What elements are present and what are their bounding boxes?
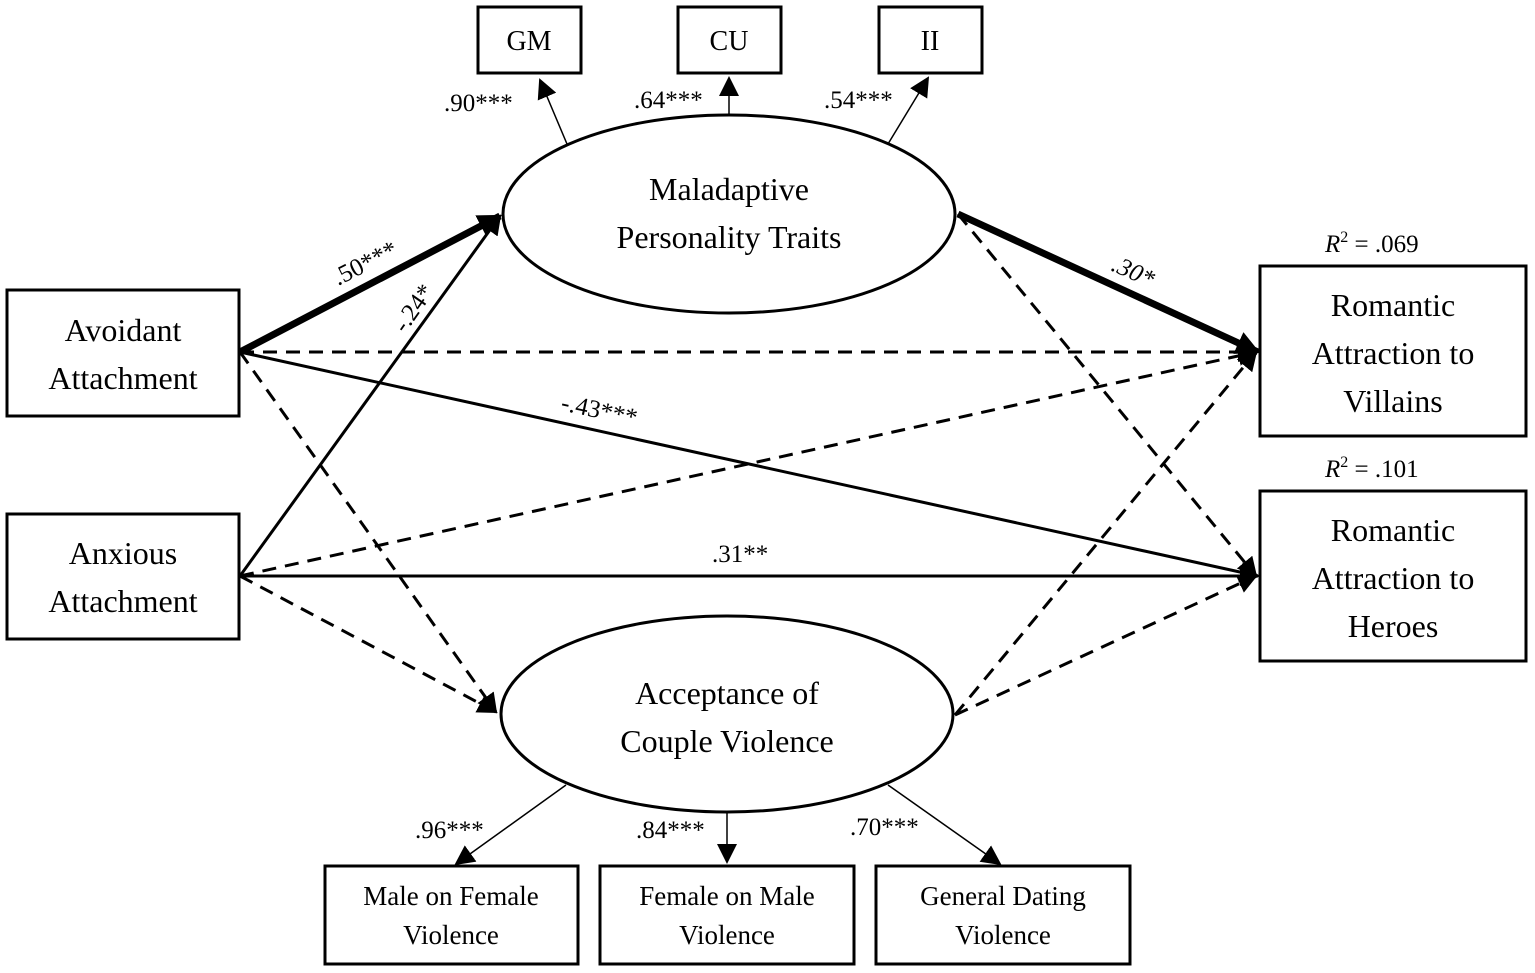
avoidant-attachment-box: Avoidant Attachment	[5, 288, 241, 418]
loading-arrow-gm	[537, 78, 568, 145]
path-anxious-to-acceptance	[239, 574, 498, 714]
indicator-ii-box: II	[877, 5, 984, 75]
path-avoidant-to-maladaptive	[238, 212, 503, 356]
loading-gm-coef: .90***	[444, 90, 513, 117]
acceptance-label-line2: Couple Violence	[620, 723, 833, 759]
indicator-cu-label: CU	[710, 26, 749, 57]
villains-label-line1: Romantic	[1331, 287, 1455, 323]
female-on-male-line2: Violence	[679, 920, 775, 950]
path-maladaptive-to-villains	[956, 210, 1261, 356]
nonsignificant-paths	[238, 213, 1258, 717]
path-acceptance-to-villains	[953, 350, 1258, 716]
coef-anxious-to-heroes: .31**	[712, 541, 768, 568]
loading-arrow-general-dating	[887, 784, 1002, 866]
indicator-male-on-female-box: Male on Female Violence	[323, 864, 580, 966]
male-on-female-line2: Violence	[403, 920, 499, 950]
r-squared-heroes-exp: 2	[1340, 454, 1348, 471]
anxious-label-line1: Anxious	[69, 535, 177, 571]
maladaptive-label-line1: Maladaptive	[649, 171, 809, 207]
significant-paths	[238, 210, 1261, 586]
path-avoidant-to-acceptance	[238, 351, 498, 714]
heroes-label-line1: Romantic	[1331, 512, 1455, 548]
path-anxious-to-maladaptive	[238, 214, 502, 577]
loading-arrow-male-on-female	[454, 784, 567, 866]
male-on-female-line1: Male on Female	[363, 881, 538, 911]
indicator-gm-label: GM	[506, 26, 551, 57]
maladaptive-label-line2: Personality Traits	[617, 219, 842, 255]
attraction-villains-box: Romantic Attraction to Villains	[1258, 264, 1528, 438]
loading-male-on-female-coef: .96***	[415, 817, 484, 844]
anxious-label-line2: Attachment	[48, 583, 197, 619]
indicator-female-on-male-box: Female on Male Violence	[598, 864, 856, 966]
loading-general-dating-coef: .70***	[850, 814, 919, 841]
indicator-general-dating-box: General Dating Violence	[874, 864, 1132, 966]
avoidant-label-line1: Avoidant	[65, 312, 182, 348]
loading-cu-coef: .64***	[634, 87, 703, 114]
path-anxious-to-villains	[239, 346, 1258, 578]
general-dating-line1: General Dating	[920, 881, 1086, 911]
acceptance-couple-violence-ellipse: Acceptance of Couple Violence	[499, 614, 955, 814]
indicator-ii-label: II	[921, 26, 940, 57]
anxious-attachment-box: Anxious Attachment	[5, 512, 241, 641]
attraction-heroes-box: Romantic Attraction to Heroes	[1258, 489, 1528, 663]
villains-label-line3: Villains	[1343, 383, 1442, 419]
r-squared-heroes-value: = .101	[1348, 456, 1418, 483]
heroes-label-line2: Attraction to	[1312, 560, 1475, 596]
villains-label-line2: Attraction to	[1312, 335, 1475, 371]
path-avoidant-to-heroes	[239, 350, 1260, 582]
r-squared-villains-value: = .069	[1348, 231, 1418, 258]
loading-arrow-ii	[887, 76, 930, 145]
loading-female-on-male-coef: .84***	[636, 817, 705, 844]
avoidant-label-line2: Attachment	[48, 360, 197, 396]
r-squared-villains-exp: 2	[1340, 229, 1348, 246]
acceptance-label-line1: Acceptance of	[635, 675, 819, 711]
loading-ii-coef: .54***	[824, 87, 893, 114]
maladaptive-personality-ellipse: Maladaptive Personality Traits	[501, 113, 957, 315]
r-squared-villains: R2 = .069	[1324, 229, 1419, 258]
heroes-label-line3: Heroes	[1348, 608, 1439, 644]
general-dating-line2: Violence	[955, 920, 1051, 950]
loading-arrows	[454, 76, 1002, 866]
r-squared-heroes: R2 = .101	[1324, 454, 1419, 483]
indicator-cu-box: CU	[676, 5, 783, 75]
female-on-male-line1: Female on Male	[639, 881, 814, 911]
r-squared-heroes-symbol: R	[1324, 456, 1340, 483]
r-squared-villains-symbol: R	[1324, 231, 1340, 258]
path-maladaptive-to-heroes	[956, 213, 1258, 578]
indicator-gm-box: GM	[476, 5, 583, 75]
path-acceptance-to-heroes	[954, 574, 1258, 717]
